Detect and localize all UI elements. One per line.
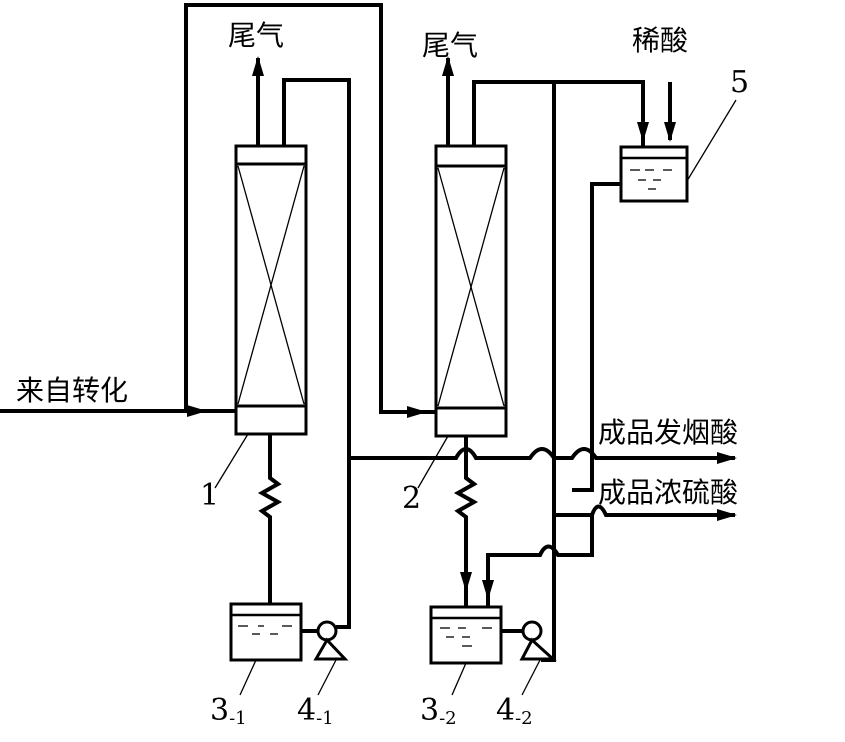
label-tail-gas-1: 尾气 (228, 19, 284, 52)
label-from-conversion: 来自转化 (16, 374, 128, 407)
label-equipment-4-1: 4-1 (297, 693, 334, 729)
leader-lines (214, 99, 737, 696)
circulation-tank-3-2 (429, 605, 503, 665)
absorption-tower-1 (234, 144, 308, 436)
piping (0, 3, 737, 662)
label-equipment-2: 2 (402, 481, 421, 516)
pump-4-2 (501, 620, 557, 661)
label-equipment-5: 5 (730, 65, 749, 100)
label-product-conc-sulfuric: 成品浓硫酸 (598, 476, 738, 509)
label-equipment-3-1: 3-1 (210, 693, 247, 729)
pump-4-1 (301, 620, 349, 661)
label-product-oleum: 成品发烟酸 (598, 416, 738, 449)
circulation-tank-3-1 (229, 602, 303, 662)
dilute-acid-tank-5 (619, 145, 689, 203)
label-tail-gas-2: 尾气 (422, 29, 478, 62)
label-dilute-acid: 稀酸 (632, 24, 688, 57)
label-equipment-4-2: 4-2 (496, 693, 533, 729)
label-equipment-1: 1 (200, 478, 219, 513)
label-equipment-3-2: 3-2 (420, 693, 457, 729)
absorption-tower-2 (434, 144, 508, 438)
